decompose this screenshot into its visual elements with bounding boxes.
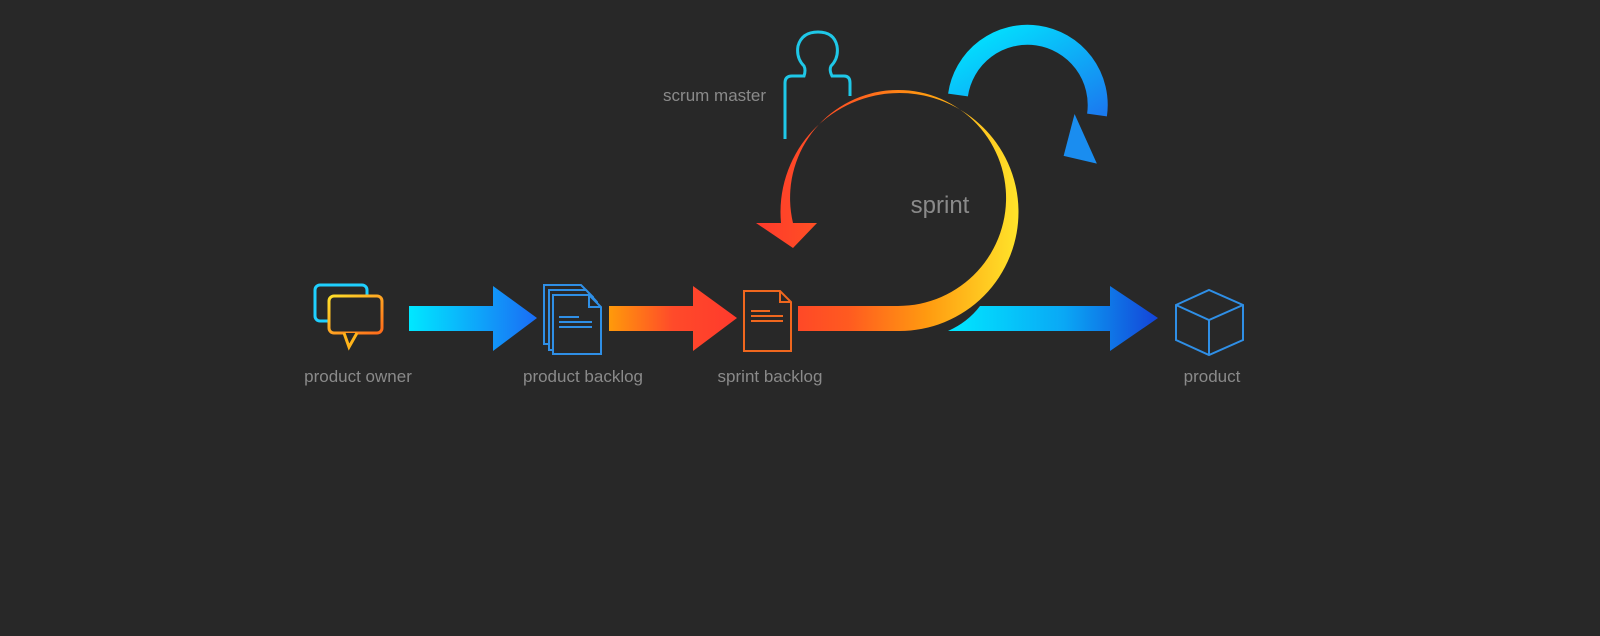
edge-backlog-to-sprint-backlog xyxy=(609,286,737,351)
sprint-label: sprint xyxy=(910,192,970,219)
product-backlog-label: product backlog xyxy=(522,367,644,386)
person-icon xyxy=(783,30,852,139)
sprint-backlog-label: sprint backlog xyxy=(717,367,823,386)
product-label: product xyxy=(1183,367,1241,386)
speech-bubbles-icon xyxy=(313,283,384,351)
edge-owner-to-backlog xyxy=(409,286,537,351)
scrum-master-label: scrum master xyxy=(663,86,766,105)
product-owner-label: product owner xyxy=(304,367,412,386)
document-icon xyxy=(743,290,792,352)
cube-icon xyxy=(1175,288,1244,357)
documents-stack-icon xyxy=(543,284,602,355)
edge-sprint-to-product xyxy=(948,286,1158,351)
daily-loop xyxy=(948,24,1108,164)
